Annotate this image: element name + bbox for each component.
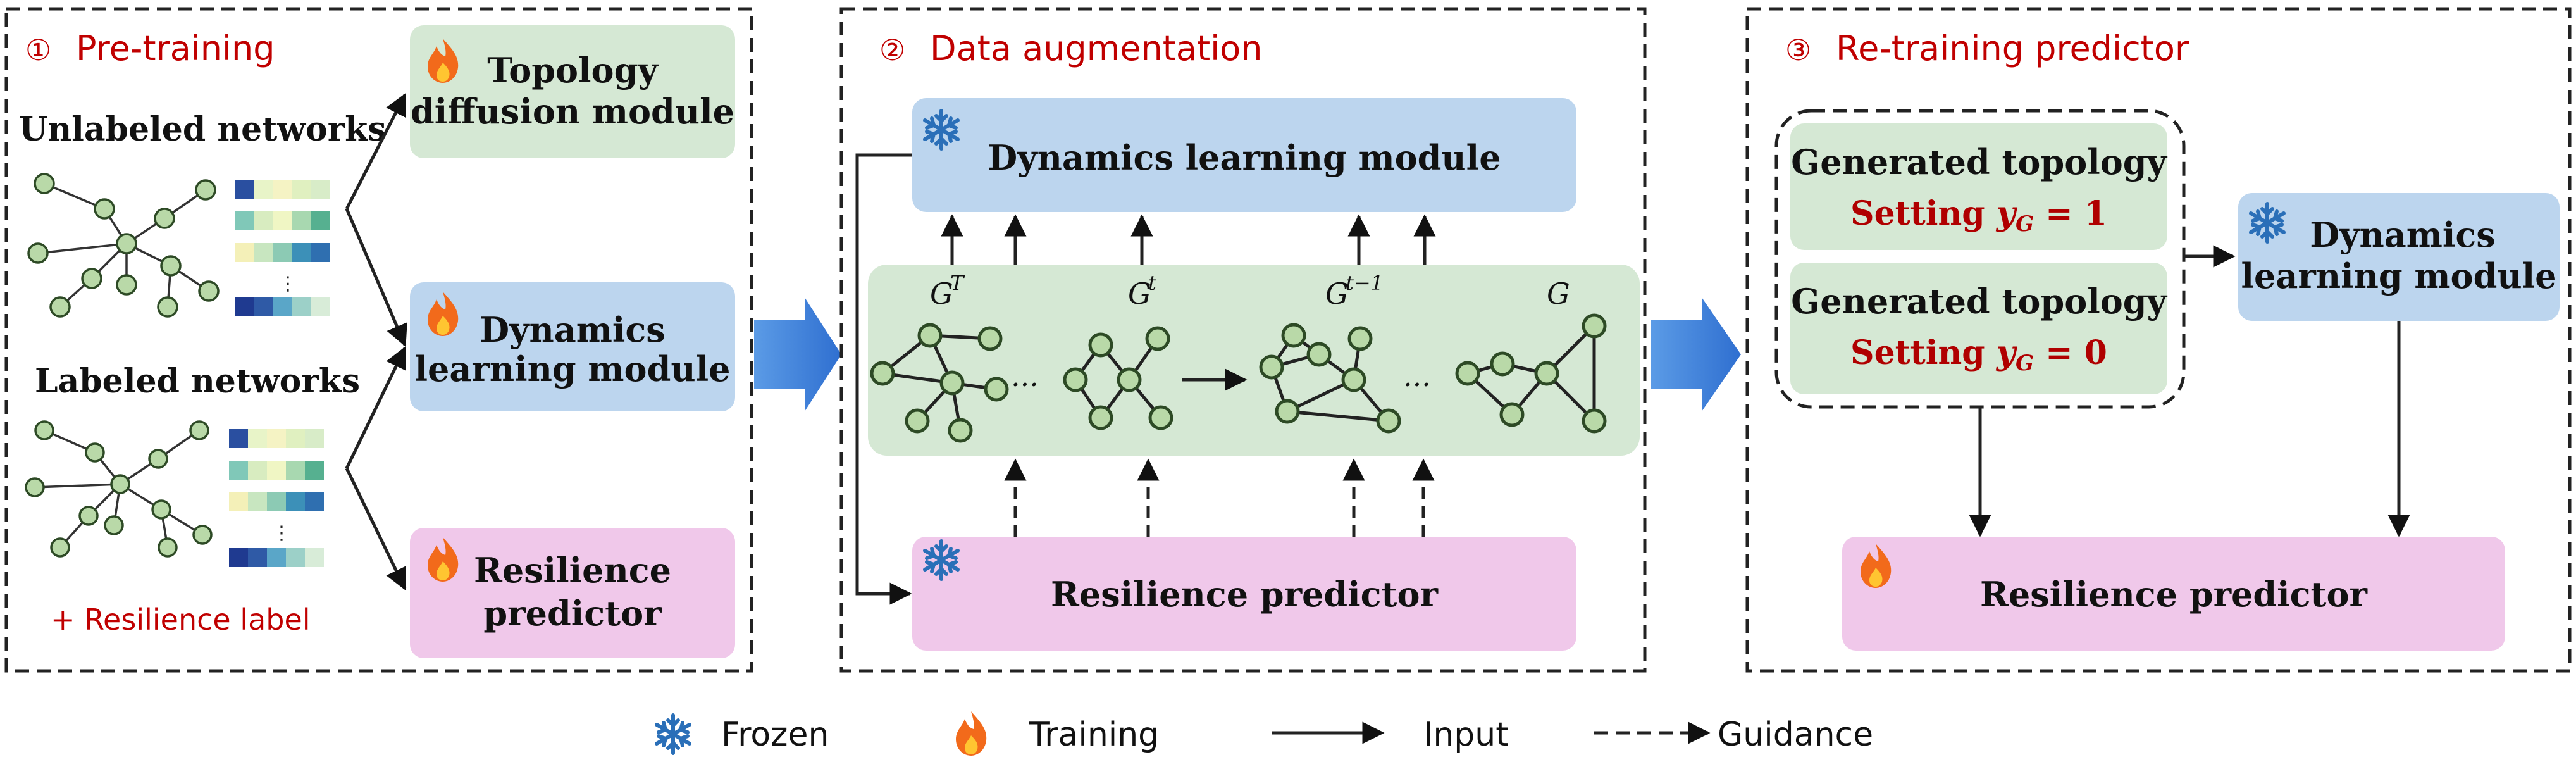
legend-input: Input bbox=[1423, 716, 1509, 754]
unlabeled-feature-matrix: ⋮ bbox=[235, 180, 330, 316]
dynamics-retrain-line2: learning module bbox=[2241, 256, 2557, 296]
graph-label-G: G bbox=[1547, 277, 1570, 311]
panel2-number: ② bbox=[879, 33, 905, 67]
dynamics-label-line1: Dynamics bbox=[480, 309, 665, 350]
predictor-retrain-label: Resilience predictor bbox=[1980, 574, 2368, 615]
panel-augmentation: ② Data augmentation Dynamics learning mo… bbox=[839, 7, 1647, 673]
pretraining-branch-arrows bbox=[345, 92, 407, 591]
up-arrows bbox=[941, 214, 1436, 265]
panel3-number: ③ bbox=[1785, 33, 1811, 67]
svg-text:⋮: ⋮ bbox=[272, 522, 291, 544]
ellipsis-2: ... bbox=[1403, 359, 1431, 393]
predictor-bottom-label: Resilience predictor bbox=[1051, 574, 1439, 615]
graph-label-GT: G bbox=[930, 277, 953, 311]
graph-sup-t: t bbox=[1148, 271, 1156, 295]
topology-label-line2: diffusion module bbox=[411, 91, 734, 132]
labeled-network-graph bbox=[25, 420, 213, 558]
resilience-predictor-box-retrain: Resilience predictor bbox=[1842, 537, 2505, 651]
graph-label-Gt-1: G bbox=[1325, 277, 1349, 311]
panel-retraining: ③ Re-training predictor Generated topolo… bbox=[1745, 7, 2572, 673]
graph-labels: G T G t G t−1 G bbox=[930, 271, 1570, 311]
svg-text:⋮: ⋮ bbox=[278, 273, 297, 295]
panel1-title: Pre-training bbox=[76, 28, 275, 68]
labeled-networks-label: Labeled networks bbox=[35, 362, 360, 401]
guidance-arrows bbox=[1004, 458, 1435, 537]
predictor-label-line1: Resilience bbox=[474, 550, 671, 590]
generated-topology-box-2: Generated topology Setting yG = 0 bbox=[1790, 263, 2168, 394]
snowflake-icon bbox=[657, 715, 690, 753]
generated-topology-box-1: Generated topology Setting yG = 1 bbox=[1790, 123, 2168, 250]
graph-sup-t-1: t−1 bbox=[1346, 271, 1384, 295]
panel3-title: Re-training predictor bbox=[1836, 28, 2189, 68]
labeled-feature-matrix: ⋮ bbox=[229, 429, 324, 567]
resilience-label-note: + Resilience label bbox=[51, 603, 311, 637]
predictor-label-line2: predictor bbox=[483, 593, 662, 634]
setting-1-label: Setting yG = 1 bbox=[1850, 194, 2107, 237]
unlabeled-networks-label: Unlabeled networks bbox=[19, 110, 386, 149]
graph-G-T bbox=[870, 323, 1009, 443]
gen-topology-1-label: Generated topology bbox=[1791, 142, 2167, 182]
legend-training: Training bbox=[1029, 716, 1159, 754]
panel-border-1 bbox=[4, 7, 753, 673]
frozen-connector-arrow bbox=[855, 153, 912, 605]
graph-label-Gt: G bbox=[1128, 277, 1151, 311]
dynamics-retrain-line1: Dynamics bbox=[2310, 215, 2495, 255]
dynamics-learning-box-pretrain: Dynamics learning module bbox=[410, 282, 735, 411]
resilience-predictor-box-frozen: Resilience predictor bbox=[912, 537, 1576, 651]
dynamics-top-label: Dynamics learning module bbox=[988, 137, 1501, 178]
diffusion-graph-container bbox=[868, 265, 1640, 456]
graph-sup-T: T bbox=[950, 271, 965, 295]
dynamics-label-line2: learning module bbox=[415, 349, 731, 389]
topology-diffusion-box: Topology diffusion module bbox=[410, 25, 735, 158]
big-arrow-1 bbox=[754, 297, 841, 411]
panel-pretraining: ① Pre-training Unlabeled networks bbox=[4, 7, 753, 673]
big-arrow-2 bbox=[1651, 297, 1741, 411]
graph-G bbox=[1455, 313, 1607, 434]
graph-G-t bbox=[1063, 326, 1173, 430]
legend-frozen: Frozen bbox=[721, 716, 829, 754]
dynamics-learning-box-frozen: Dynamics learning module bbox=[912, 98, 1576, 212]
dynamics-learning-box-retrain: Dynamics learning module bbox=[2238, 193, 2560, 321]
unlabeled-network-graph bbox=[27, 173, 220, 318]
legend-guidance: Guidance bbox=[1718, 716, 1873, 754]
setting-2-label: Setting yG = 0 bbox=[1850, 334, 2107, 376]
graph-G-t-minus-1 bbox=[1259, 323, 1401, 434]
legend: Frozen Training Input Guidance bbox=[657, 711, 1873, 756]
topology-label-line1: Topology bbox=[487, 50, 659, 91]
panel-border-3 bbox=[1745, 7, 2572, 673]
flame-icon bbox=[956, 711, 987, 756]
panel2-title: Data augmentation bbox=[930, 28, 1262, 68]
gen-topology-2-label: Generated topology bbox=[1791, 281, 2167, 322]
ellipsis-1: ... bbox=[1011, 359, 1039, 393]
resilience-predictor-box-pretrain: Resilience predictor bbox=[410, 528, 735, 658]
panel1-number: ① bbox=[25, 33, 51, 67]
